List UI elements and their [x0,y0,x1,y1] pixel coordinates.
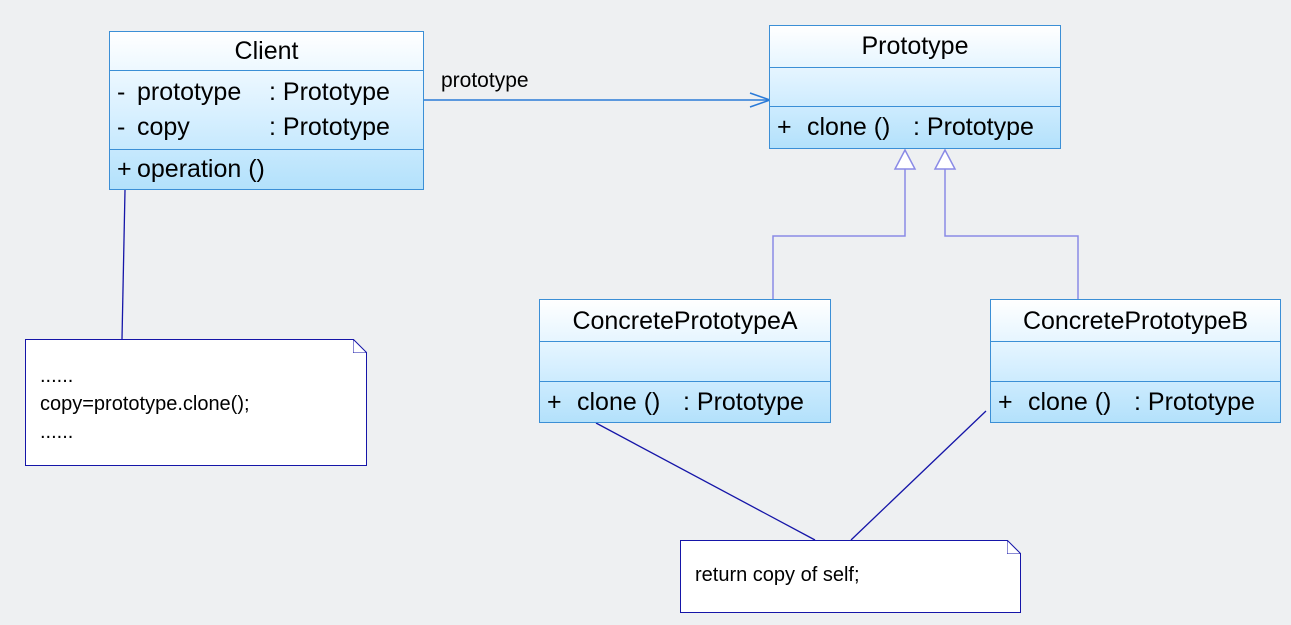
association-label: prototype [441,69,529,92]
operation-return-type: : Prototype [683,387,804,416]
note-line: ...... [40,421,74,443]
operations-compartment: + clone () : Prototype [991,382,1280,422]
note-fold-icon [1007,540,1021,554]
note-fold-icon [353,339,367,353]
note-line: copy=prototype.clone(); [40,393,250,415]
operation-signature: clone () [577,387,661,416]
generalization-arrowhead-a [893,148,917,170]
visibility-marker: - [117,113,126,141]
visibility-marker: + [998,387,1013,416]
note-anchor-concrete-b [850,410,987,541]
attributes-compartment: -prototype : Prototype -copy : Prototype [110,71,423,150]
class-concrete-prototype-a[interactable]: ConcretePrototypeA + clone () : Prototype [539,299,831,423]
operations-compartment: + clone () : Prototype [770,107,1060,148]
attribute-type: : Prototype [269,78,390,106]
attribute-name: copy [137,113,190,141]
visibility-marker: + [777,113,792,141]
class-name: ConcretePrototypeA [540,300,830,342]
visibility-marker: + [547,387,562,416]
note-anchor-concrete-a [595,422,816,541]
attribute-type: : Prototype [269,113,390,141]
operation-signature: clone () [807,113,891,141]
attributes-compartment [991,342,1280,382]
generalization-arrowhead-b [933,148,957,170]
attributes-compartment [770,68,1060,107]
class-name: ConcretePrototypeB [991,300,1280,342]
operations-compartment: + clone () : Prototype [540,382,830,422]
generalization-line-b[interactable] [944,169,1079,299]
note-anchor-client [121,189,126,340]
class-concrete-prototype-b[interactable]: ConcretePrototypeB + clone () : Prototype [990,299,1281,423]
operation-row: +operation () [117,150,423,189]
note-line: return copy of self; [695,564,860,586]
visibility-marker: + [117,155,132,183]
generalization-line-a[interactable] [772,169,906,299]
visibility-marker: - [117,78,126,106]
operation-signature: operation () [137,155,265,183]
operation-row: + clone () : Prototype [547,382,830,422]
class-name: Client [110,32,423,71]
note-concrete[interactable]: return copy of self; [680,540,1021,613]
class-name: Prototype [770,26,1060,68]
attributes-compartment [540,342,830,382]
operation-return-type: : Prototype [913,113,1034,141]
operation-signature: clone () [1028,387,1112,416]
operations-compartment: +operation () [110,150,423,189]
class-client[interactable]: Client -prototype : Prototype -copy : Prot… [109,31,424,190]
attribute-row: -copy : Prototype [117,110,423,145]
operation-row: + clone () : Prototype [998,382,1280,422]
operation-row: + clone () : Prototype [777,107,1060,148]
operation-return-type: : Prototype [1134,387,1255,416]
class-prototype[interactable]: Prototype + clone () : Prototype [769,25,1061,149]
note-line: ...... [40,365,74,387]
attribute-row: -prototype : Prototype [117,75,423,110]
note-client[interactable]: ...... copy=prototype.clone(); ...... [25,339,367,466]
attribute-name: prototype [137,78,242,106]
